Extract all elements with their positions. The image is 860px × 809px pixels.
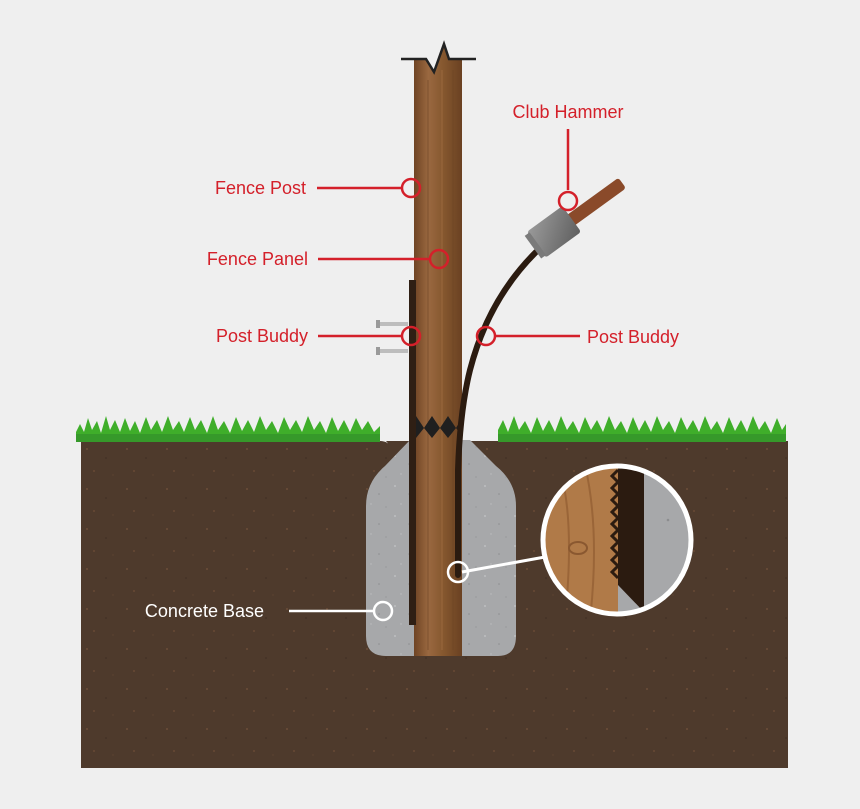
- callout-fence-post: Fence Post: [215, 177, 422, 199]
- callout-concrete-base: Concrete Base: [145, 600, 394, 622]
- label-club-hammer: Club Hammer: [512, 102, 623, 122]
- label-concrete-base: Concrete Base: [145, 601, 264, 621]
- label-fence-post: Fence Post: [215, 178, 306, 198]
- grass-right: [498, 416, 786, 442]
- club-hammer-icon: [524, 178, 625, 259]
- label-post-buddy-left: Post Buddy: [216, 326, 308, 346]
- grass-left: [76, 416, 380, 442]
- callout-post-buddy-right: Post Buddy: [475, 325, 679, 347]
- post-buddy-spike: [455, 249, 539, 578]
- callout-fence-panel: Fence Panel: [207, 248, 450, 270]
- callout-club-hammer: Club Hammer: [512, 102, 624, 212]
- label-post-buddy-right: Post Buddy: [587, 327, 679, 347]
- label-fence-panel: Fence Panel: [207, 249, 308, 269]
- callout-detail-point: [446, 560, 470, 584]
- fence-panel: [409, 280, 416, 625]
- screw-icon: [376, 320, 408, 355]
- callout-post-buddy-left: Post Buddy: [216, 325, 422, 347]
- fence-post: [401, 40, 476, 656]
